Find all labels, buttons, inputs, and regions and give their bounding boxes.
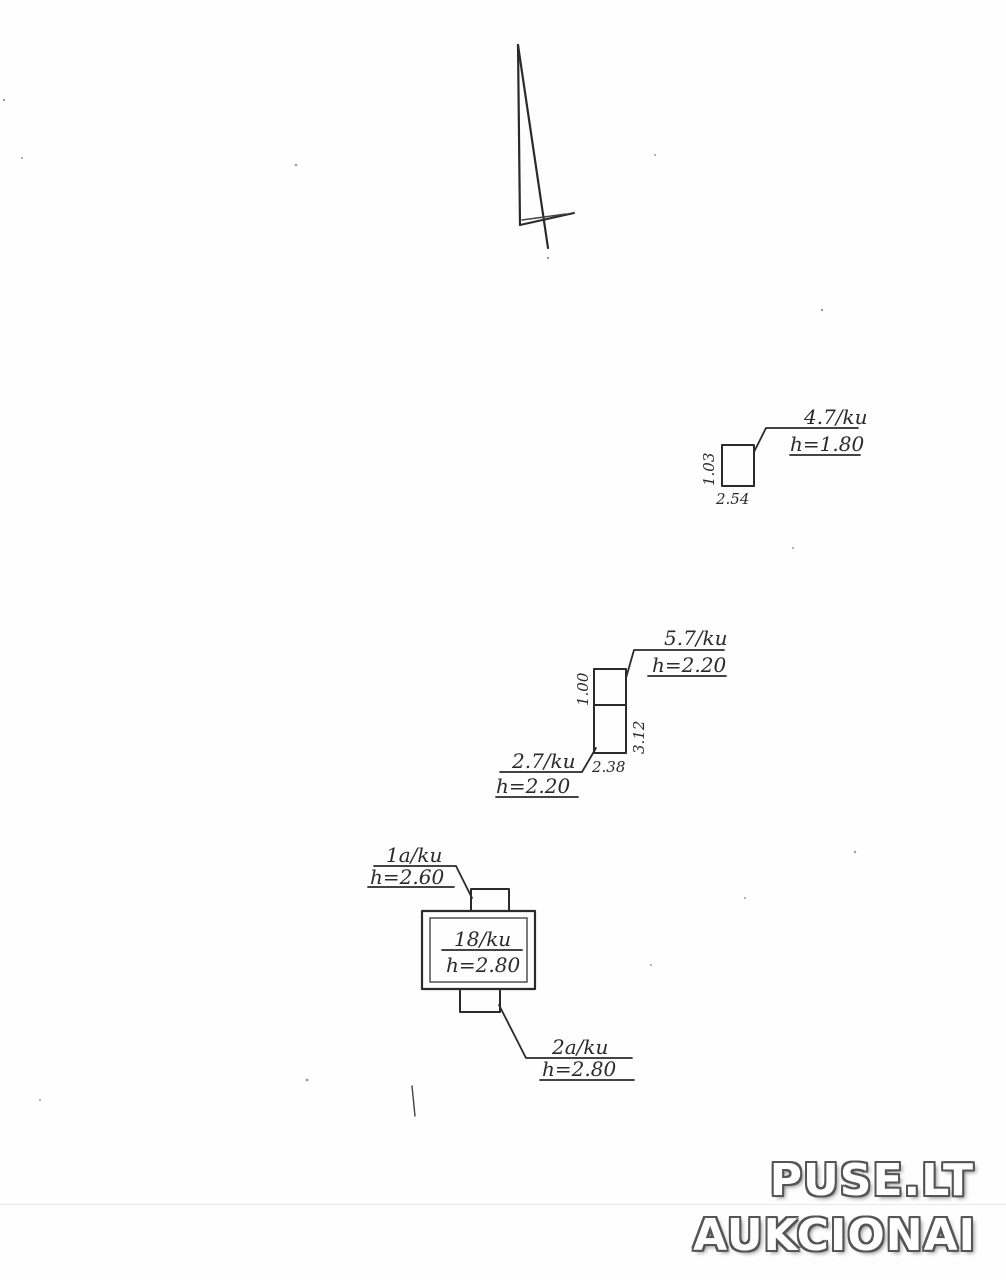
unit-a-side-bottom: 2.54 (715, 490, 749, 508)
scan-specks (2, 98, 857, 1101)
room-unit-a: 4.7/ku h=1.80 1.03 2.54 (700, 405, 868, 508)
unit-c-side-bottom: 2.38 (591, 758, 625, 776)
unit-c-area: 2.7/ku (511, 749, 576, 773)
room-unit-f: 2a/ku h=2.80 (459, 988, 635, 1081)
unit-c-height: h=2.20 (496, 774, 570, 798)
room-unit-b: 5.7/ku h=2.20 1.00 3.12 (574, 626, 728, 754)
unit-d-area: 1a/ku (386, 843, 442, 867)
room-unit-c: 2.7/ku h=2.20 2.38 (495, 747, 625, 798)
watermark-line-1: PUSE.LT (769, 1155, 974, 1206)
unit-e-area: 18/ku (454, 927, 511, 951)
unit-b-height: h=2.20 (652, 653, 726, 677)
scan-stroke (411, 1085, 416, 1117)
unit-a-side-left: 1.03 (700, 453, 718, 486)
unit-f-area: 2a/ku (551, 1035, 608, 1059)
room-unit-e: 18/ku h=2.80 (420, 909, 537, 991)
unit-b-side-left: 1.00 (574, 672, 592, 706)
unit-a-height: h=1.80 (790, 432, 864, 456)
unit-f-height: h=2.80 (542, 1057, 616, 1081)
unit-d-height: h=2.60 (370, 865, 444, 889)
room-unit-d: 1a/ku h=2.60 (367, 843, 510, 912)
scan-edge-line (0, 1204, 1006, 1205)
unit-b-side-right: 3.12 (630, 721, 648, 754)
unit-a-area: 4.7/ku (803, 405, 868, 429)
unit-b-area: 5.7/ku (664, 626, 728, 650)
unit-e-height: h=2.80 (446, 953, 520, 977)
watermark-line-2: AUKCIONAI (693, 1210, 976, 1261)
north-arrow-icon (516, 43, 575, 250)
